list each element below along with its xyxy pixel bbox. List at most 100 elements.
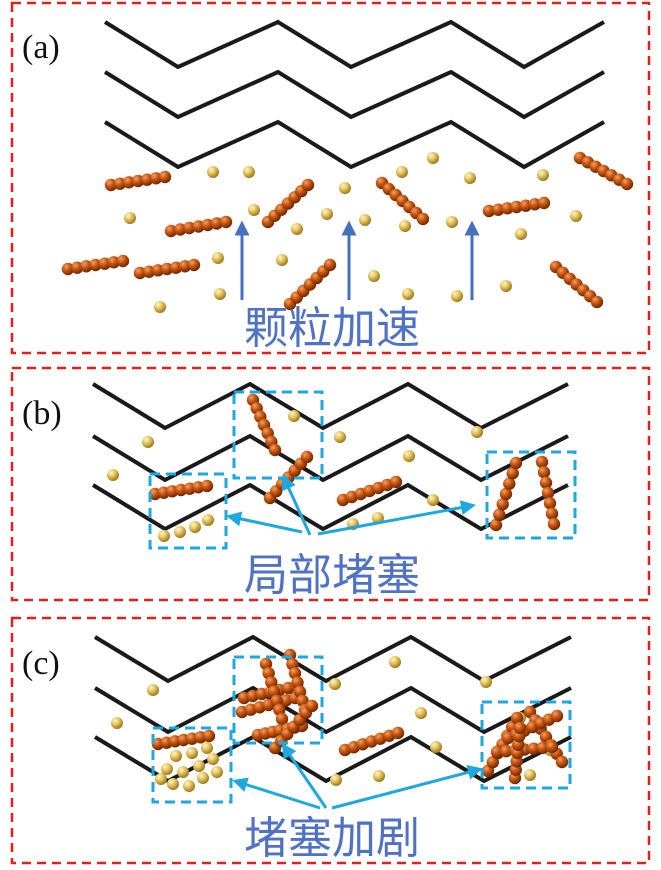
- sphere-particle: [174, 526, 186, 538]
- rod-bead: [550, 709, 564, 723]
- rod-particle: [482, 196, 551, 218]
- caption-local-blockage: 局部堵塞: [244, 550, 420, 601]
- sphere-particle: [212, 252, 224, 264]
- sphere-particle: [186, 747, 198, 759]
- rod-bead: [620, 177, 634, 191]
- flow-arrows: [234, 220, 480, 300]
- rod-bead: [192, 220, 205, 233]
- wall-a-1: [103, 19, 605, 70]
- rod-bead: [61, 262, 75, 276]
- sphere-particle: [451, 290, 463, 302]
- rod-particle: [336, 475, 403, 507]
- rod-bead: [535, 455, 549, 469]
- sphere-particle: [570, 210, 582, 222]
- rod-bead: [98, 257, 111, 270]
- pointer-b-left: [226, 511, 303, 534]
- sphere-particle: [197, 772, 209, 784]
- rod-bead: [493, 508, 506, 521]
- rod-bead: [116, 254, 130, 268]
- rod-bead: [174, 223, 187, 236]
- rod-bead: [545, 507, 559, 520]
- sphere-particle: [415, 707, 427, 719]
- wall-c-1: [93, 634, 572, 684]
- rod-bead: [391, 726, 405, 740]
- sphere-particle: [207, 753, 219, 765]
- sphere-particle: [515, 228, 527, 240]
- sphere-particle: [396, 166, 408, 178]
- sphere-particle: [107, 469, 119, 481]
- panel-a-label: (a): [22, 29, 60, 66]
- pointer-b-right: [317, 500, 476, 536]
- rod-bead: [183, 221, 196, 235]
- sphere-particle: [161, 763, 173, 775]
- rod-particle: [283, 258, 337, 311]
- panel-b-label: (b): [22, 395, 62, 432]
- sphere-particle: [471, 426, 483, 438]
- wall-b-3: [91, 482, 569, 532]
- caption-particle-acceleration: 颗粒加速: [244, 303, 420, 354]
- sphere-particle: [321, 208, 333, 220]
- rod-bead: [510, 200, 523, 214]
- rod-bead: [500, 745, 513, 758]
- rod-particle: [133, 258, 201, 280]
- sphere-particle: [359, 214, 371, 226]
- sphere-particle: [430, 741, 442, 753]
- sphere-particle: [389, 656, 401, 668]
- blockage-box-c-right: [480, 700, 572, 790]
- rod-particle: [259, 657, 289, 726]
- sphere-particle: [276, 254, 288, 266]
- channel-walls: [91, 19, 605, 784]
- caption-blockage-worsening: 堵塞加剧: [244, 813, 420, 864]
- wall-c-2: [93, 685, 572, 735]
- sphere-particle: [201, 742, 213, 754]
- sphere-particle: [446, 216, 458, 228]
- sphere-particle: [500, 280, 512, 292]
- rod-bead: [496, 498, 509, 511]
- rod-bead: [187, 258, 201, 272]
- sphere-particle: [183, 780, 195, 792]
- sphere-particle: [193, 760, 205, 772]
- rod-bead: [547, 517, 561, 531]
- rod-bead: [323, 258, 337, 272]
- rod-particle: [246, 393, 282, 457]
- sphere-particle: [368, 270, 380, 282]
- sphere-particle: [291, 223, 303, 235]
- sphere-particle: [211, 766, 223, 778]
- sphere-particle: [403, 450, 415, 462]
- sphere-particle: [537, 169, 549, 181]
- rod-bead: [510, 711, 524, 725]
- blockage-boxes: [148, 390, 577, 804]
- rod-bead: [537, 196, 551, 210]
- rod-bead: [513, 721, 527, 735]
- rod-bead: [389, 475, 403, 489]
- rod-bead: [107, 256, 121, 269]
- rod-bead: [219, 215, 233, 229]
- rod-bead: [164, 224, 178, 238]
- rod-particle: [151, 729, 216, 751]
- panel-c-label: (c): [22, 645, 60, 682]
- rod-particle: [535, 455, 561, 531]
- panel-a-frame: [10, 1, 651, 355]
- rod-particle: [489, 456, 523, 532]
- panel-c-frame: [10, 616, 651, 865]
- sphere-particle: [189, 521, 201, 533]
- sphere-particle: [207, 166, 219, 178]
- sphere-particle: [177, 766, 189, 778]
- rod-bead: [492, 203, 505, 216]
- rod-bead: [506, 467, 519, 480]
- pointer-c-right: [331, 765, 483, 810]
- rod-bead: [158, 170, 172, 184]
- rod-bead: [301, 178, 315, 192]
- sphere-particle: [427, 152, 439, 164]
- rod-bead: [527, 742, 540, 755]
- rod-bead: [490, 745, 504, 759]
- pointer-c-mid: [281, 743, 328, 809]
- rod-bead: [499, 487, 513, 501]
- rod-particle: [508, 721, 527, 785]
- sphere-particle: [373, 770, 385, 782]
- rod-particle: [164, 215, 233, 238]
- rod-bead: [545, 740, 559, 754]
- rod-bead: [541, 486, 555, 500]
- rod-bead: [509, 456, 523, 470]
